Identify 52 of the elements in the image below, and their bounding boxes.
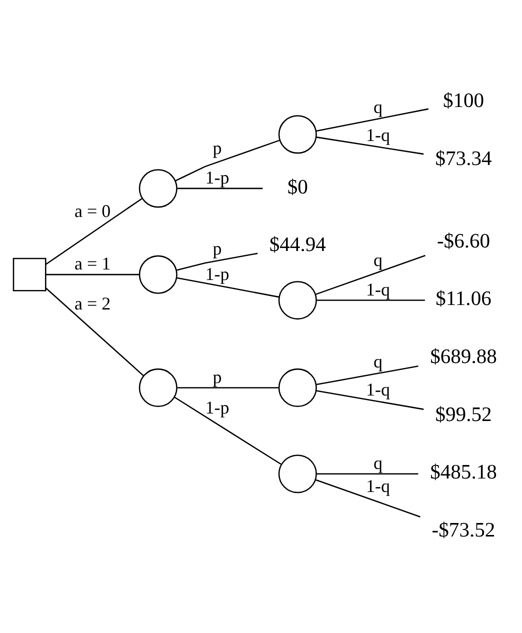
- node-circle: [278, 454, 317, 493]
- node-circle: [138, 254, 178, 294]
- edge-label: 1-q: [366, 124, 390, 145]
- node-circle: [138, 168, 178, 208]
- connector: [177, 187, 263, 189]
- node-text: $73.34: [435, 148, 492, 170]
- connector: [316, 472, 418, 474]
- connector: [176, 252, 258, 270]
- connector: [316, 254, 426, 294]
- node-text: $44.94: [269, 234, 326, 256]
- edge-label: a = 0: [74, 200, 111, 220]
- edge-label: 1-q: [366, 278, 390, 299]
- edge-label: 1-p: [205, 397, 230, 418]
- connector: [177, 386, 279, 388]
- edge-label: q: [374, 452, 382, 472]
- node-text: $99.52: [435, 403, 492, 426]
- node-text: -$73.52: [432, 519, 496, 542]
- connector: [316, 478, 420, 517]
- edge-label: q: [374, 96, 382, 116]
- node-circle: [278, 114, 317, 154]
- node-circle: [138, 368, 178, 406]
- node-text: $0: [287, 176, 308, 198]
- connector: [316, 390, 424, 410]
- node-text: $485.18: [430, 461, 497, 484]
- node-text: $100: [442, 90, 484, 112]
- edge-label: a = 1: [74, 253, 111, 274]
- connector: [176, 276, 280, 298]
- edge-label: 1-p: [205, 167, 230, 188]
- connector: [45, 287, 144, 376]
- edge-label: 1-q: [366, 379, 390, 400]
- edge-label: p: [212, 137, 222, 158]
- connector: [45, 197, 143, 264]
- node-text: $689.88: [430, 346, 497, 368]
- node-text: -$6.60: [436, 230, 490, 252]
- edge-label: a = 2: [74, 293, 111, 314]
- connector: [316, 136, 424, 154]
- edge-label: q: [374, 249, 382, 270]
- node-text: $11.06: [436, 288, 492, 310]
- connector: [175, 139, 280, 181]
- connector: [316, 299, 425, 300]
- connector: [174, 396, 282, 464]
- edge-label: q: [374, 350, 382, 371]
- edge-label: p: [212, 238, 222, 258]
- edge-label: p: [212, 366, 222, 386]
- node-box: [12, 257, 46, 291]
- connector: [316, 364, 418, 385]
- edge-label: 1-p: [205, 263, 230, 284]
- node-circle: [278, 280, 317, 320]
- node-circle: [278, 368, 317, 406]
- connector: [316, 108, 429, 132]
- edge-label: 1-q: [366, 476, 390, 496]
- connector: [46, 273, 140, 275]
